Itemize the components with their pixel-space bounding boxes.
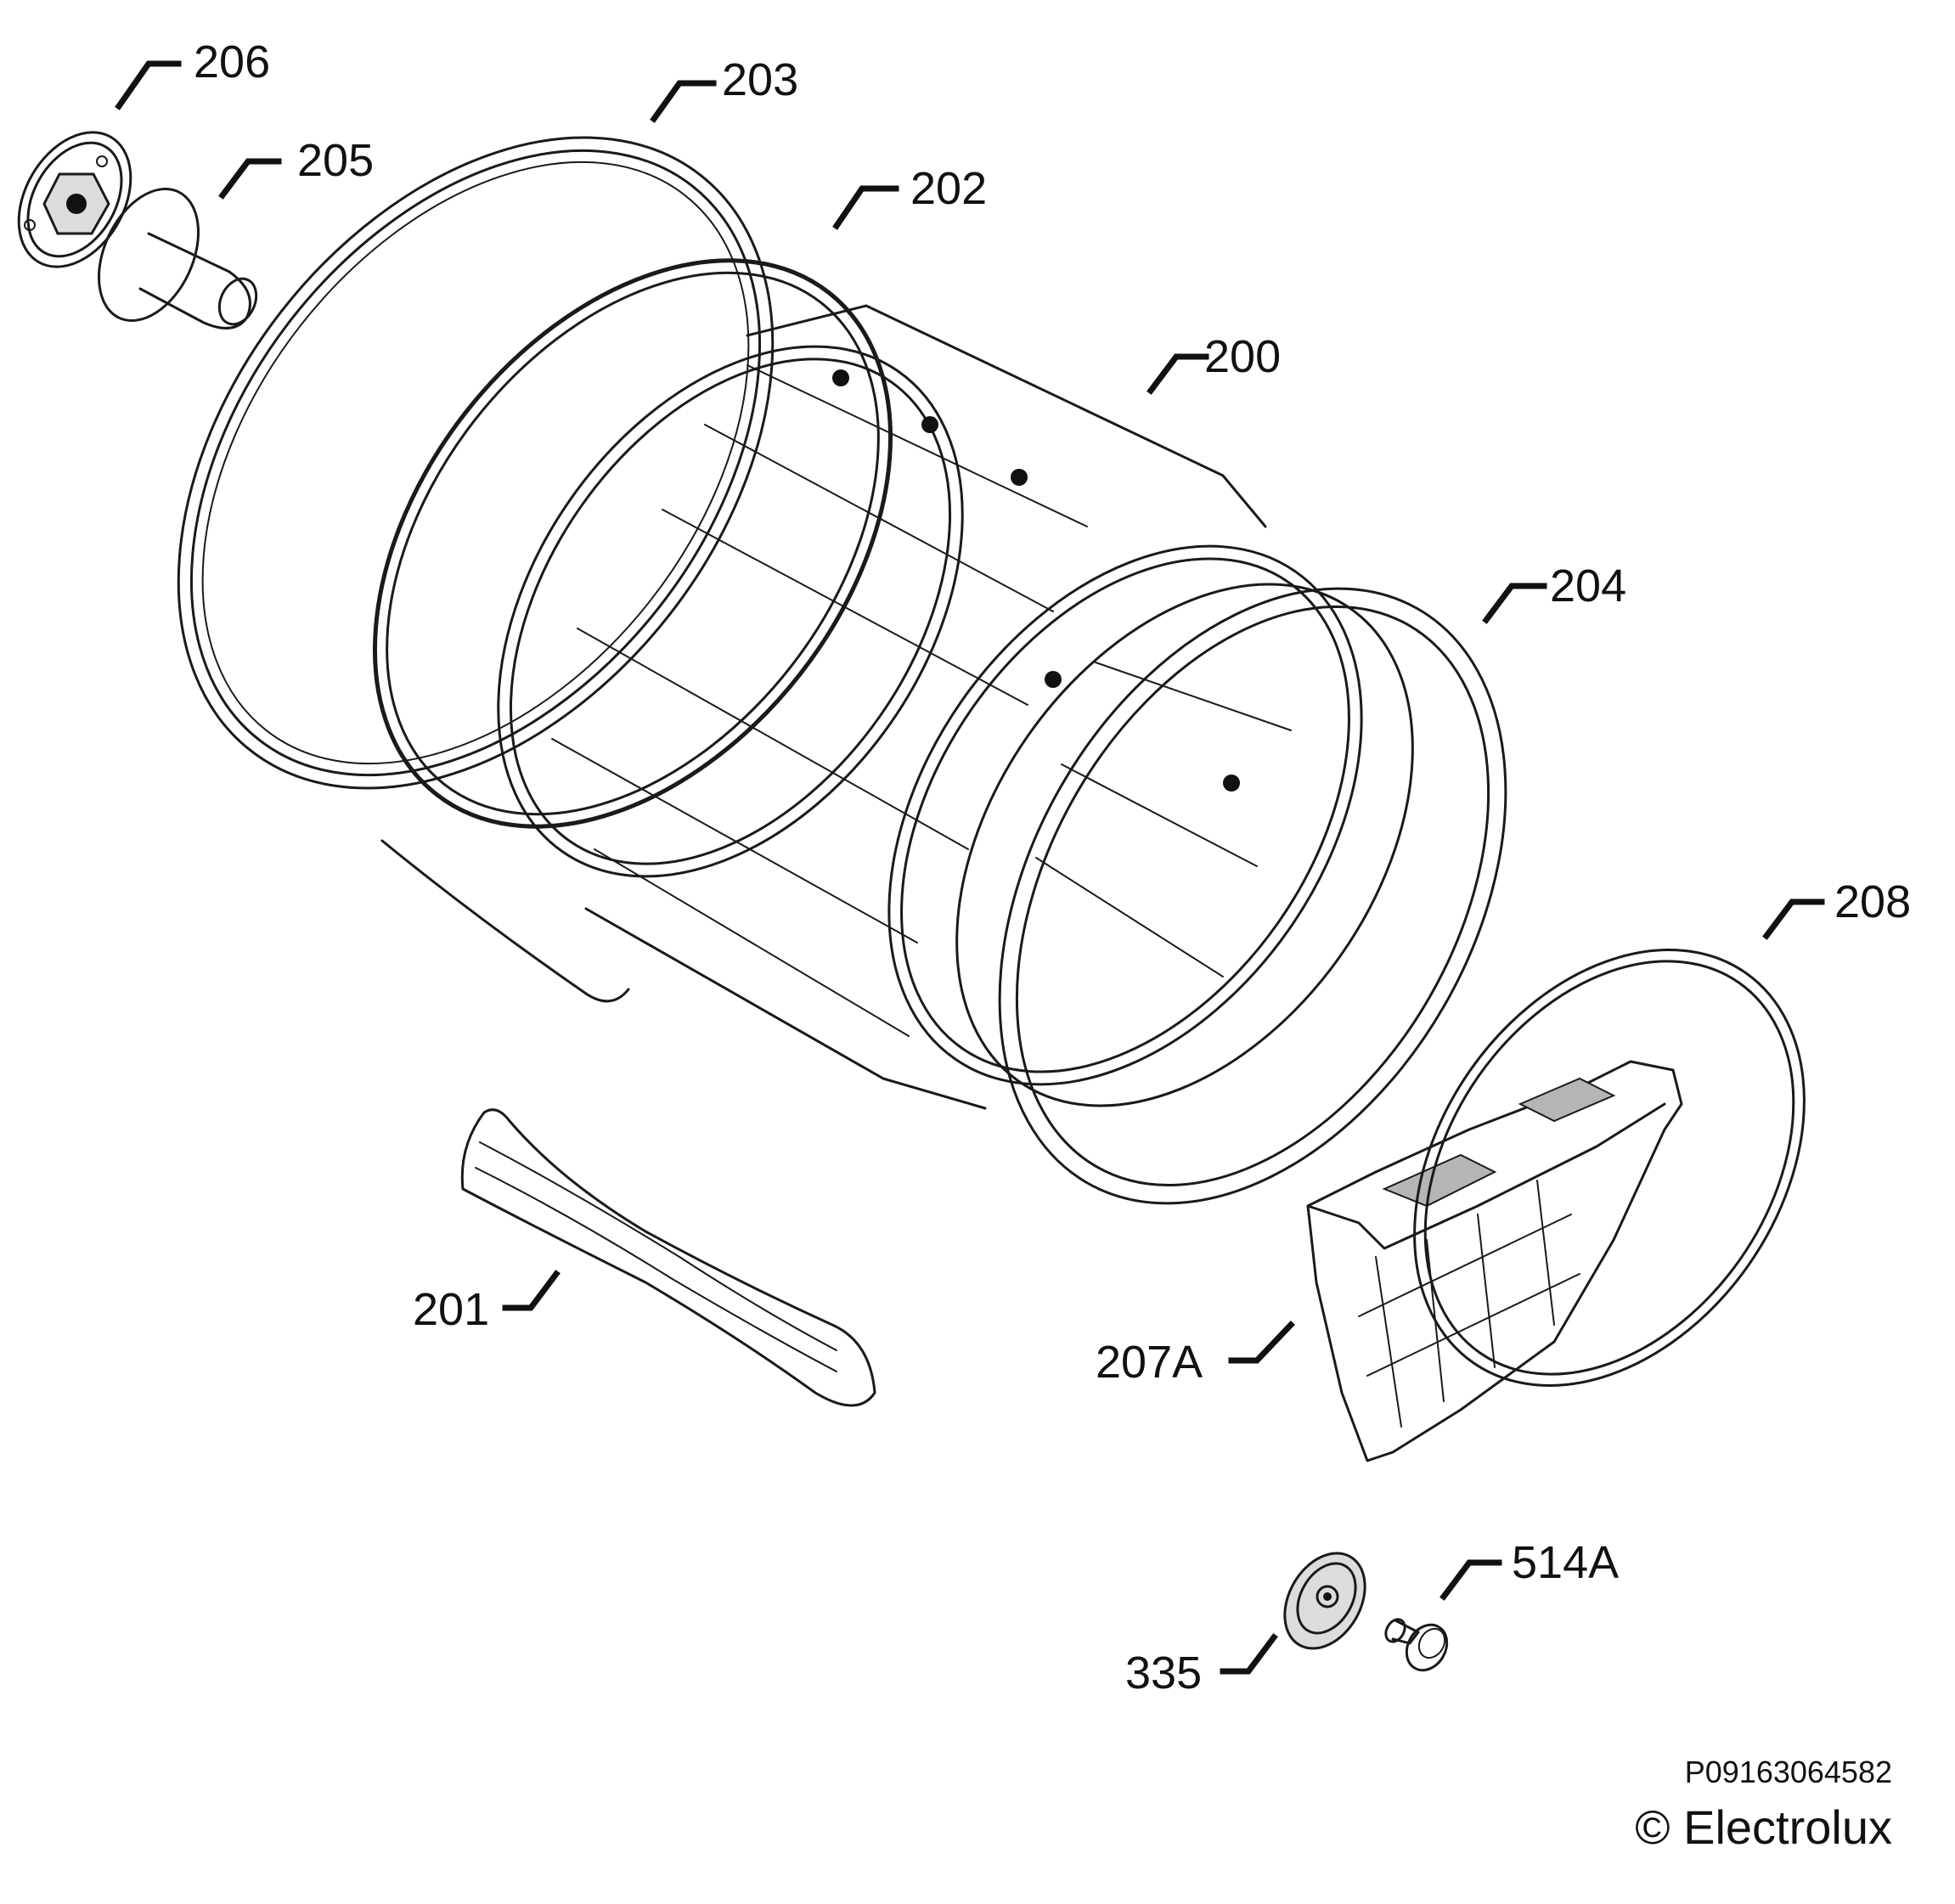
- lifter-201: [460, 1108, 876, 1407]
- copyright-notice: © Electrolux: [1635, 1800, 1892, 1854]
- callout-labels: 206 203 205 202 200 204 208 201 207A 514…: [194, 37, 1911, 1698]
- callout-205: 205: [297, 135, 374, 186]
- shaft-cone-205: [98, 188, 258, 330]
- callout-206: 206: [194, 37, 270, 87]
- callout-514a: 514A: [1512, 1537, 1619, 1588]
- belt-208: [1413, 949, 1806, 1387]
- callout-204: 204: [1550, 560, 1626, 611]
- rear-seal-204: [998, 587, 1507, 1205]
- callout-208: 208: [1834, 876, 1911, 927]
- callout-335: 335: [1125, 1648, 1202, 1698]
- roller-pin-514a: [1384, 1618, 1449, 1672]
- callout-202: 202: [910, 163, 987, 214]
- drum-200: [497, 304, 1414, 1110]
- callout-201: 201: [413, 1284, 489, 1335]
- document-number: P09163064582: [1684, 1755, 1892, 1789]
- callout-203: 203: [722, 54, 798, 105]
- filter-housing-207a: [1306, 1060, 1683, 1462]
- leader-lines: [115, 60, 1825, 1675]
- front-seal-202: [372, 258, 893, 1003]
- callout-200: 200: [1204, 331, 1281, 382]
- front-ring-203: [177, 136, 775, 790]
- roller-335: [1283, 1552, 1366, 1650]
- bearing-plate-206: [17, 131, 132, 268]
- callout-207a: 207A: [1096, 1337, 1203, 1388]
